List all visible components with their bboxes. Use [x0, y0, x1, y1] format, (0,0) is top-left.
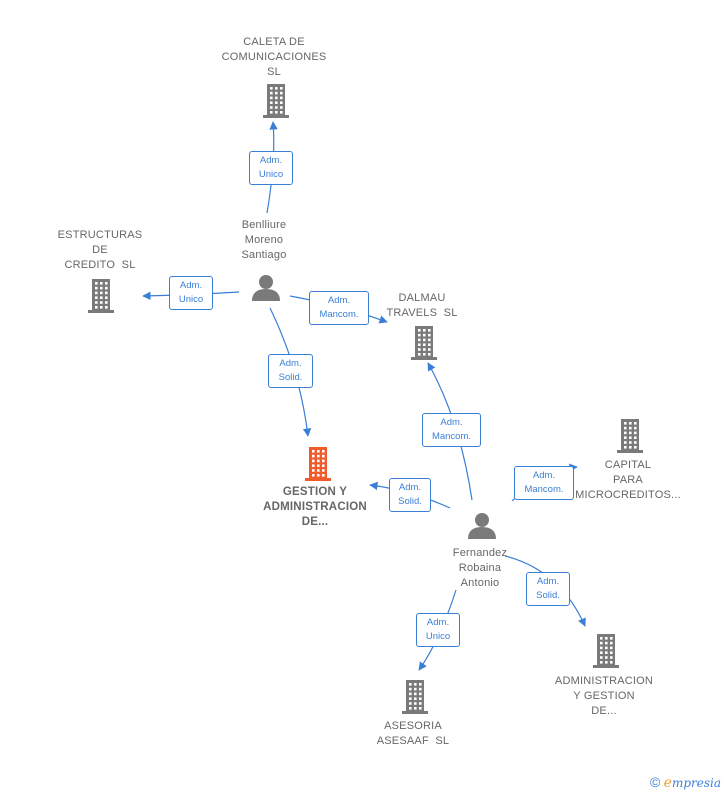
role-badge-line: Unico — [425, 631, 451, 642]
role-badge-fernandez-capital[interactable]: Adm. Mancom. — [514, 466, 574, 500]
dalmau-building-icon — [411, 326, 437, 360]
capital-building-icon — [617, 419, 643, 453]
node-label-line: ADMINISTRACION — [263, 501, 367, 513]
role-badge-line: Solid. — [278, 372, 303, 383]
node-label-caleta[interactable]: CALETA DE COMUNICACIONES SL — [199, 35, 349, 80]
estructuras-building-icon — [88, 279, 114, 313]
role-badge-line: Mancom. — [524, 484, 564, 495]
node-label-gestion[interactable]: GESTION Y ADMINISTRACION DE... — [240, 485, 390, 530]
node-label-line: Fernandez — [452, 547, 508, 559]
empresia-brand[interactable]: © empresia — [650, 774, 721, 791]
node-label-line: MICROCREDITOS... — [575, 489, 681, 501]
asesoria-building-icon — [402, 680, 428, 714]
node-label-line: ESTRUCTURAS — [57, 229, 143, 241]
role-badge-line: Adm. — [279, 358, 302, 369]
role-badge-fernandez-administracion[interactable]: Adm. Solid. — [526, 572, 570, 606]
node-label-line: CALETA DE — [243, 36, 305, 48]
role-badge-line: Mancom. — [431, 431, 472, 442]
role-badge-line: Adm. — [327, 295, 351, 306]
node-label-line: CAPITAL — [604, 459, 652, 471]
node-label-capital[interactable]: CAPITAL PARA MICROCREDITOS... — [553, 458, 703, 503]
node-label-line: TRAVELS SL — [386, 307, 458, 319]
node-label-asesoria[interactable]: ASESORIA ASESAAF SL — [338, 719, 488, 749]
caleta-building-icon — [263, 84, 289, 118]
node-label-line: DE — [92, 244, 108, 256]
role-badge-line: Adm. — [179, 280, 203, 291]
brand-wordmark: mpresia — [671, 776, 722, 790]
brand-e-logo: e — [663, 775, 672, 791]
gestion-building-icon — [305, 447, 331, 481]
node-label-line: Robaina — [458, 562, 502, 574]
node-label-line: DALMAU — [398, 292, 446, 304]
node-label-line: Benlliure — [241, 219, 287, 231]
node-label-line: DE... — [301, 516, 329, 528]
node-label-line: CREDITO SL — [64, 259, 136, 271]
node-label-line: ADMINISTRACION — [554, 675, 654, 687]
role-badge-line: Adm. — [259, 155, 283, 166]
node-label-administracion[interactable]: ADMINISTRACION Y GESTION DE... — [529, 674, 679, 719]
benlliure-person-icon — [252, 275, 280, 301]
role-badge-benlliure-gestion[interactable]: Adm. Solid. — [268, 354, 313, 388]
node-label-line: Santiago — [241, 249, 287, 261]
role-badge-benlliure-dalmau[interactable]: Adm. Mancom. — [309, 291, 369, 325]
role-badge-line: Adm. — [398, 482, 422, 493]
role-badge-line: Adm. — [426, 617, 450, 628]
node-label-line: ASESORIA — [384, 720, 442, 732]
node-label-line: Moreno — [244, 234, 284, 246]
role-badge-fernandez-dalmau[interactable]: Adm. Mancom. — [422, 413, 481, 447]
node-label-estructuras[interactable]: ESTRUCTURAS DE CREDITO SL — [25, 228, 175, 273]
node-label-line: DE... — [591, 705, 617, 717]
role-badge-benlliure-caleta[interactable]: Adm. Unico — [249, 151, 293, 185]
role-badge-line: Adm. — [536, 576, 560, 587]
role-badge-line: Unico — [178, 294, 204, 305]
administracion-building-icon — [593, 634, 619, 668]
copyright-icon: © — [650, 774, 661, 790]
role-badge-line: Solid. — [536, 590, 560, 601]
role-badge-line: Adm. — [532, 470, 556, 481]
role-badge-line: Mancom. — [319, 309, 359, 320]
node-label-line: COMUNICACIONES — [221, 51, 327, 63]
node-label-line: PARA — [613, 474, 643, 486]
node-label-line: GESTION Y — [282, 486, 348, 498]
node-label-dalmau[interactable]: DALMAU TRAVELS SL — [347, 291, 497, 321]
role-badge-line: Adm. — [440, 417, 463, 428]
node-label-line: SL — [267, 66, 281, 78]
role-badge-line: Unico — [258, 169, 284, 180]
role-badge-fernandez-gestion[interactable]: Adm. Solid. — [389, 478, 431, 512]
role-badge-line: Solid. — [398, 496, 422, 507]
node-label-line: Antonio — [460, 577, 500, 589]
node-label-line: ASESAAF SL — [376, 735, 450, 747]
node-label-line: Y GESTION — [573, 690, 635, 702]
role-badge-benlliure-estructuras[interactable]: Adm. Unico — [169, 276, 213, 310]
role-badge-fernandez-asesoria[interactable]: Adm. Unico — [416, 613, 460, 647]
fernandez-person-icon — [468, 513, 496, 539]
